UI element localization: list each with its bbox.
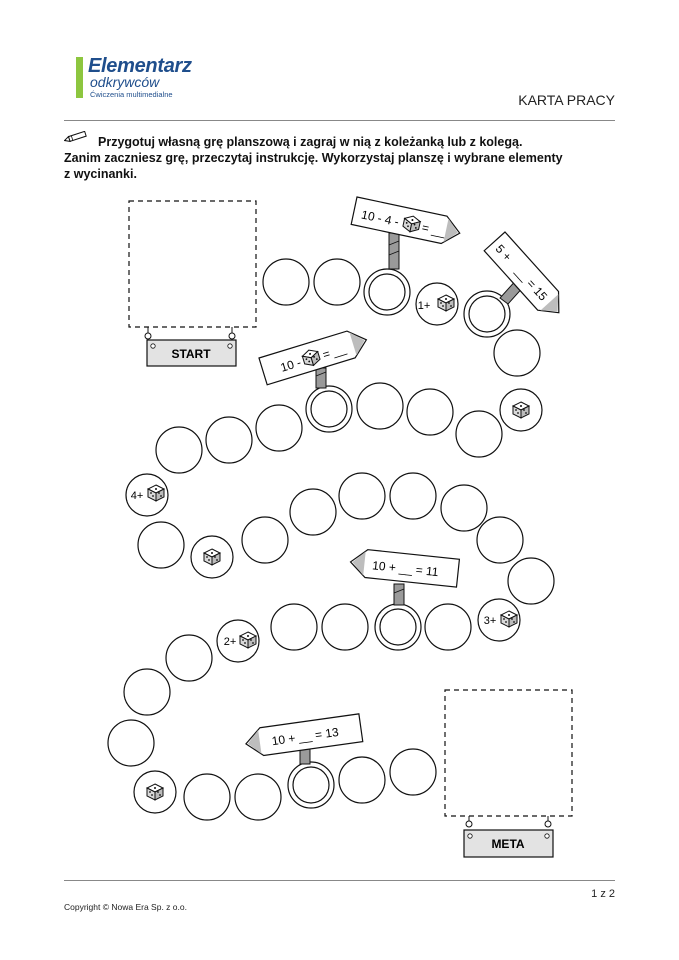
dice-field-4: 3+ bbox=[477, 598, 521, 642]
sign-5: 10 + __ = 13 bbox=[245, 713, 364, 765]
svg-text:10 -: 10 - bbox=[279, 355, 303, 374]
sign-fields bbox=[287, 268, 511, 809]
board-field bbox=[440, 484, 488, 532]
sign-1: 10 - 4 - = __ bbox=[350, 196, 461, 270]
board-field bbox=[165, 634, 213, 682]
board-field bbox=[389, 748, 437, 796]
instruction-line-2: Zanim zaczniesz grę, przeczytaj instrukc… bbox=[64, 151, 563, 165]
logo-subtitle: odkrywców bbox=[90, 74, 160, 90]
board-field bbox=[270, 603, 318, 651]
board-field bbox=[356, 382, 404, 430]
sign-2: 5 + __ = 15 bbox=[483, 231, 560, 314]
sheet-title: KARTA PRACY bbox=[518, 92, 615, 108]
board-field bbox=[241, 516, 289, 564]
dice-field-3: 2+ bbox=[216, 619, 260, 663]
pencil-icon bbox=[64, 131, 87, 143]
board-field bbox=[313, 258, 361, 306]
board-field bbox=[137, 521, 185, 569]
svg-text:4+: 4+ bbox=[131, 490, 144, 502]
svg-text:10 + __ = 11: 10 + __ = 11 bbox=[372, 558, 440, 579]
board-field bbox=[338, 756, 386, 804]
board-field bbox=[107, 719, 155, 767]
svg-text:= __: = __ bbox=[321, 341, 348, 361]
board-field bbox=[321, 603, 369, 651]
logo-tagline: Ćwiczenia multimedialne bbox=[90, 90, 173, 99]
board-field bbox=[424, 603, 472, 651]
board-field bbox=[205, 416, 253, 464]
svg-text:3+: 3+ bbox=[484, 615, 497, 627]
dice-field-2: 4+ bbox=[125, 473, 169, 517]
board-field bbox=[476, 516, 524, 564]
instruction-line-3: z wycinanki. bbox=[64, 167, 137, 181]
logo-bar bbox=[76, 57, 83, 98]
finish-dashed-area bbox=[444, 689, 573, 817]
instruction-line-1: Przygotuj własną grę planszową i zagraj … bbox=[98, 135, 523, 149]
start-dashed-area bbox=[128, 200, 257, 328]
dice-field-plain-a bbox=[499, 388, 543, 432]
board-field bbox=[289, 488, 337, 536]
sign-4: 10 + __ = 11 bbox=[349, 549, 461, 606]
start-label: START bbox=[171, 347, 211, 361]
board-field bbox=[338, 472, 386, 520]
board-field bbox=[493, 329, 541, 377]
board-field bbox=[183, 773, 231, 821]
board-fields bbox=[107, 258, 555, 821]
dice-field-plain-b bbox=[190, 535, 234, 579]
board-field bbox=[389, 472, 437, 520]
svg-text:= __: = __ bbox=[421, 220, 447, 239]
board-field bbox=[507, 557, 555, 605]
copyright: Copyright © Nowa Era Sp. z o.o. bbox=[64, 902, 187, 912]
board-field bbox=[155, 426, 203, 474]
board-field bbox=[455, 410, 503, 458]
logo-title: Elementarz bbox=[88, 55, 192, 77]
header-divider bbox=[64, 120, 615, 121]
sign-3: 10 - = __ bbox=[258, 330, 368, 389]
dice-field-plain-c bbox=[133, 770, 177, 814]
board-field bbox=[262, 258, 310, 306]
start-sign bbox=[146, 339, 237, 367]
board-field bbox=[255, 404, 303, 452]
svg-text:2+: 2+ bbox=[224, 636, 237, 648]
finish-sign bbox=[463, 829, 554, 858]
board-field bbox=[123, 668, 171, 716]
finish-label: META bbox=[491, 837, 524, 851]
board-field bbox=[406, 388, 454, 436]
svg-text:1+: 1+ bbox=[418, 300, 431, 312]
page-number: 1 z 2 bbox=[591, 888, 615, 900]
board-field bbox=[234, 773, 282, 821]
instructions: Przygotuj własną grę planszową i zagraj … bbox=[64, 134, 624, 182]
dice-field-1: 1+ bbox=[415, 282, 459, 326]
footer-divider bbox=[64, 880, 615, 881]
